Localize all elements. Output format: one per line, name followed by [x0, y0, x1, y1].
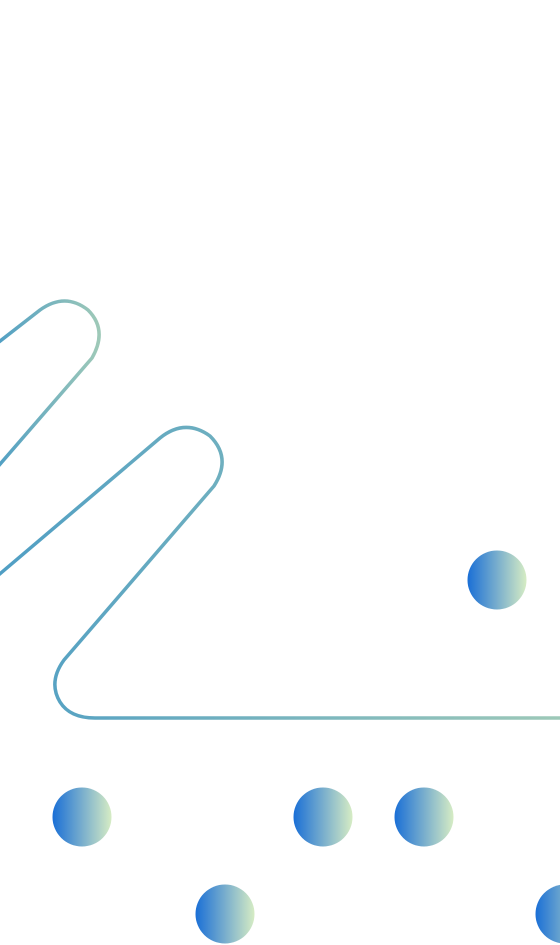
dot: [535, 884, 560, 944]
dot: [195, 884, 255, 944]
dot: [394, 787, 454, 847]
lower-zigzag-line: [0, 425, 560, 720]
upper-loop-line: [0, 299, 101, 467]
dot: [52, 787, 112, 847]
dot: [467, 550, 527, 610]
dot: [293, 787, 353, 847]
